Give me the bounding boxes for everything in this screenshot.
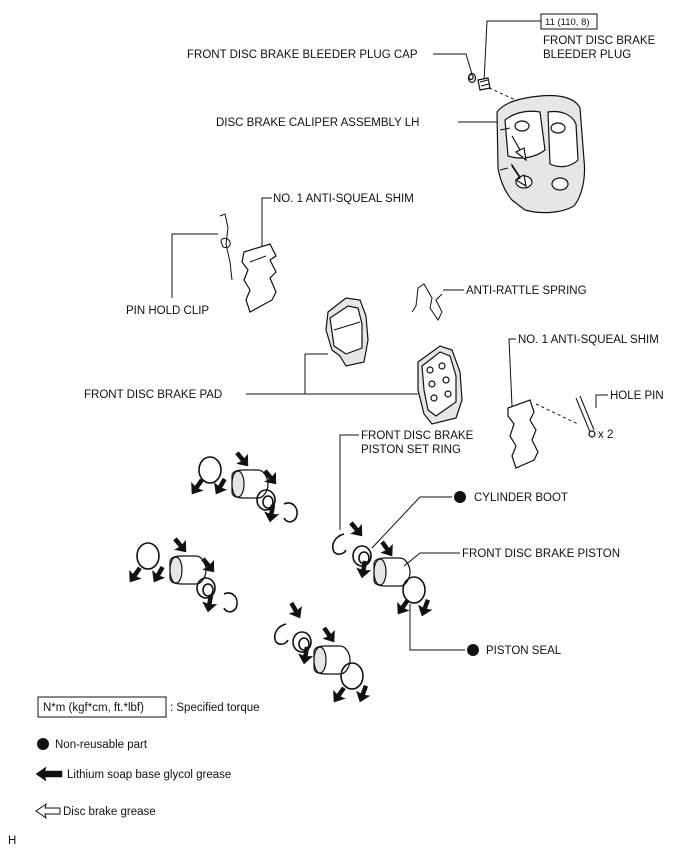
hole-pin-label-group: HOLE PIN x 2: [595, 390, 664, 441]
bleeder-plug-cap-label: FRONT DISC BRAKE BLEEDER PLUG CAP: [187, 49, 418, 61]
anti-squeal-shim-top-label-group: NO. 1 ANTI-SQUEAL SHIM: [261, 193, 414, 246]
caliper-assembly-part: [496, 94, 586, 214]
cylinder-boot-ring: [196, 577, 216, 599]
leader-line: [483, 20, 541, 83]
leader-line: [171, 233, 218, 298]
anti-squeal-shim-part: [241, 243, 277, 313]
piston-seal-label-group: PISTON SEAL: [409, 604, 562, 657]
piston-seal-ring: [136, 542, 160, 570]
brake-pad-left-part: [325, 297, 369, 367]
disc-grease-arrow-icon: [511, 163, 527, 188]
piston-label-group: FRONT DISC BRAKE PISTON: [403, 548, 620, 567]
cylinder-boot-label-group: CYLINDER BOOT: [371, 491, 568, 549]
set-ring: [223, 592, 238, 613]
pin-hold-clip-label-group: PIN HOLD CLIP: [126, 233, 218, 317]
anti-squeal-shim-top-label: NO. 1 ANTI-SQUEAL SHIM: [273, 193, 414, 205]
bleeder-plug-part: [477, 77, 491, 91]
piston-part: [313, 645, 351, 675]
lithium-grease-arrow-icon: [35, 766, 63, 782]
lithium-grease-arrow-icon: [415, 597, 435, 619]
anti-rattle-spring-part: [411, 283, 443, 321]
hole-pin-label: HOLE PIN: [610, 390, 664, 402]
legend-non-reusable: Non-reusable part: [55, 739, 148, 751]
piston-seal-ring: [198, 456, 222, 484]
lithium-grease-arrow-icon: [231, 448, 254, 471]
pin-hold-clip-part: [219, 213, 233, 281]
bleeder-plug-cap-label-group: FRONT DISC BRAKE BLEEDER PLUG CAP: [187, 49, 473, 75]
lithium-grease-arrow-icon: [345, 518, 368, 541]
piston-kit-group-d: [331, 518, 435, 619]
piston-kit-group-c: [273, 599, 373, 707]
set-ring-label-line2: PISTON SET RING: [361, 444, 461, 456]
assembly-line: [488, 87, 521, 103]
brake-pad-right-part: [417, 345, 463, 425]
lithium-grease-arrow-icon: [169, 534, 192, 557]
piston-part: [231, 469, 269, 499]
lithium-grease-arrow-icon: [353, 683, 373, 705]
hole-pin-quantity: x 2: [598, 429, 613, 441]
anti-rattle-spring-label-group: ANTI-RATTLE SPRING: [443, 285, 587, 297]
anti-squeal-shim-right-label-group: NO. 1 ANTI-SQUEAL SHIM: [508, 334, 659, 407]
caliper-label: DISC BRAKE CALIPER ASSEMBLY LH: [216, 117, 419, 129]
caliper-label-group: DISC BRAKE CALIPER ASSEMBLY LH: [216, 117, 497, 129]
bleeder-plug-label-line2: BLEEDER PLUG: [543, 49, 631, 61]
leader-line: [433, 53, 473, 75]
set-ring: [283, 502, 298, 523]
legend-torque-box-text: N*m (kgf*cm, ft.*lbf): [43, 702, 144, 714]
piston-kit-group-b: [124, 534, 238, 614]
piston-seal-ring: [402, 576, 426, 604]
torque-spec-group: 11 (110, 8) FRONT DISC BRAKE BLEEDER PLU…: [483, 13, 656, 83]
pin-hold-clip-label: PIN HOLD CLIP: [126, 305, 209, 317]
set-ring: [273, 623, 289, 645]
legend: N*m (kgf*cm, ft.*lbf) : Specified torque…: [35, 696, 260, 820]
cylinder-boot-ring: [292, 631, 312, 653]
anti-squeal-shim-right-part: [507, 399, 539, 469]
leader-line: [595, 394, 608, 408]
legend-lithium-grease: Lithium soap base glycol grease: [67, 769, 231, 781]
front-disc-brake-pad-label-group: FRONT DISC BRAKE PAD: [84, 353, 418, 401]
torque-value: 11 (110, 8): [545, 17, 590, 28]
set-ring-label-line1: FRONT DISC BRAKE: [361, 430, 474, 442]
legend-torque-desc: : Specified torque: [170, 702, 260, 714]
corner-mark: H: [8, 835, 16, 847]
assembly-line: [535, 403, 579, 425]
bleeder-plug-cap-part: [467, 72, 477, 84]
lithium-grease-arrow-icon: [376, 537, 398, 561]
leader-line: [403, 552, 460, 567]
lithium-grease-arrow-icon: [285, 599, 307, 622]
leader-line: [508, 338, 516, 407]
disc-grease-arrow-icon: [35, 802, 61, 820]
non-reusable-icon: [467, 644, 479, 656]
piston-seal-label: PISTON SEAL: [486, 645, 562, 657]
set-ring: [331, 533, 347, 555]
non-reusable-icon: [37, 738, 49, 750]
lithium-grease-arrow-icon: [147, 563, 169, 586]
piston-label: FRONT DISC BRAKE PISTON: [462, 548, 620, 560]
anti-rattle-spring-label: ANTI-RATTLE SPRING: [466, 285, 587, 297]
front-disc-brake-pad-label: FRONT DISC BRAKE PAD: [84, 389, 222, 401]
leader-line: [371, 496, 452, 549]
non-reusable-icon: [454, 491, 466, 503]
legend-disc-grease: Disc brake grease: [63, 806, 156, 818]
cylinder-boot-label: CYLINDER BOOT: [474, 492, 568, 504]
set-ring-label-group: FRONT DISC BRAKE PISTON SET RING: [339, 430, 474, 530]
lithium-grease-arrow-icon: [318, 623, 340, 647]
anti-squeal-shim-right-label: NO. 1 ANTI-SQUEAL SHIM: [518, 334, 659, 346]
leader-line: [339, 434, 359, 530]
disc-grease-arrow-icon: [511, 135, 527, 162]
leader-line: [261, 197, 272, 246]
lithium-grease-arrow-icon: [209, 475, 231, 498]
lithium-grease-arrow-icon: [186, 475, 208, 499]
lithium-grease-arrow-icon: [296, 645, 315, 666]
piston-kit-group-a: [186, 448, 298, 524]
leader-line: [246, 354, 306, 395]
legend-torque-box: [37, 696, 167, 718]
bleeder-plug-label-line1: FRONT DISC BRAKE: [543, 35, 656, 47]
piston-seal-ring: [340, 662, 364, 690]
cylinder-boot-ring: [256, 489, 276, 511]
leader-line: [409, 604, 465, 651]
hole-pin-part: [575, 395, 596, 438]
